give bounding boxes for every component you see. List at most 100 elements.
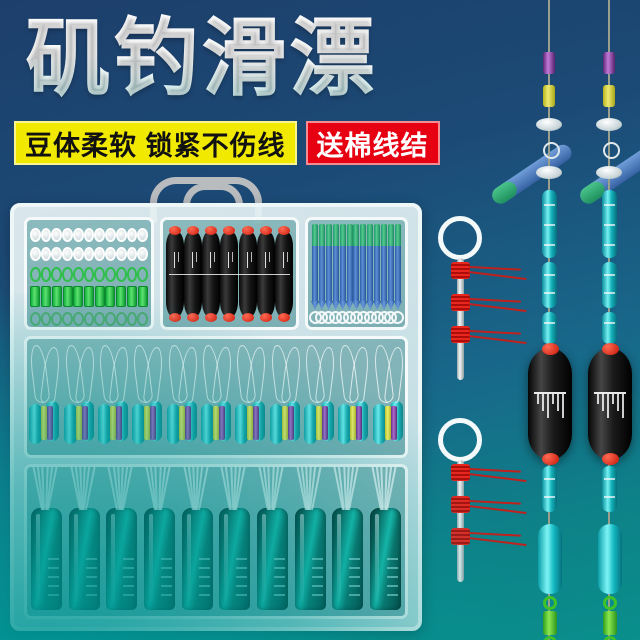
float-cap-icon — [602, 343, 619, 355]
float-rib — [386, 576, 398, 578]
stick-tip — [394, 224, 401, 246]
stick-loop — [391, 311, 405, 324]
cyan-bead-with-bands — [166, 345, 197, 445]
float-tick — [286, 251, 288, 262]
tube-line — [604, 274, 615, 276]
green-ring-faint — [30, 312, 41, 326]
cyan-tube-bead — [602, 466, 617, 512]
yellow-band — [281, 406, 288, 440]
purple-stopper — [543, 52, 555, 74]
float-rib — [236, 576, 248, 578]
cyan-tube-bead — [542, 262, 557, 308]
swivel-eye — [543, 596, 557, 610]
knot-thread — [468, 537, 527, 546]
float-rib — [198, 576, 210, 578]
stick-foot — [352, 301, 361, 310]
tube-line — [544, 496, 555, 498]
float-rib — [198, 567, 210, 569]
cyan-bead — [200, 404, 214, 444]
cyan-bead-with-bands — [97, 345, 128, 445]
cyan-bead-with-bands — [63, 345, 94, 445]
float-tick — [246, 251, 248, 268]
page-title: 矶钓滑漂 — [26, 4, 466, 116]
float-rib — [349, 576, 361, 578]
float-rib — [386, 567, 398, 569]
knot-thread — [468, 473, 527, 482]
float-tick — [597, 394, 599, 404]
bead-loops — [166, 345, 197, 403]
float-tick — [602, 394, 604, 411]
blue-stick-green-tip — [391, 224, 405, 327]
white-ring — [126, 228, 138, 242]
stick-tip — [312, 224, 318, 246]
green-bar — [51, 286, 62, 307]
cyan-bead — [235, 404, 249, 444]
black-float-red-cap — [202, 225, 221, 322]
white-ring — [30, 228, 41, 242]
tube-line — [544, 204, 555, 206]
stick-body — [346, 246, 353, 301]
cyan-bead-with-bands — [372, 345, 403, 445]
slip-float-rig-left — [520, 0, 580, 640]
float-tick — [282, 251, 284, 268]
dark-teal-float — [256, 467, 288, 610]
green-swivel — [540, 596, 560, 640]
cyan-bead-tray — [24, 336, 408, 458]
green-bar — [126, 286, 137, 307]
white-ring — [83, 228, 95, 242]
float-rib — [198, 594, 210, 596]
stick-body — [360, 246, 367, 301]
tube-line — [604, 496, 615, 498]
white-ring — [62, 228, 73, 242]
green-ring-faint — [137, 312, 149, 326]
green-bar — [94, 286, 105, 307]
float-cap-icon — [187, 312, 200, 322]
green-ring — [30, 267, 41, 282]
swivel-body — [603, 611, 617, 635]
purple-band — [115, 406, 122, 440]
glass-tube — [538, 524, 562, 594]
dark-teal-float — [369, 467, 401, 610]
yellow-band — [178, 406, 185, 440]
white-ring — [137, 247, 149, 261]
bead-loops — [97, 345, 128, 403]
tackle-box — [10, 203, 422, 631]
float-rib — [85, 576, 97, 578]
cyan-tube-bead — [542, 190, 557, 258]
float-cap-icon — [205, 312, 218, 322]
float-gloss — [111, 514, 116, 602]
white-ring — [105, 247, 116, 261]
green-ring — [62, 267, 73, 282]
float-strands — [182, 467, 213, 510]
knot-thread — [468, 298, 521, 303]
stick-foot — [338, 301, 347, 310]
white-ring — [51, 247, 63, 261]
cotton-knot-tool-lower — [432, 418, 527, 590]
cyan-tube-bead — [602, 312, 617, 344]
white-ring — [62, 247, 73, 261]
float-cap-icon — [259, 312, 272, 322]
bead-loops — [200, 345, 231, 403]
float-rib — [386, 585, 398, 587]
bead-loops — [372, 345, 403, 403]
float-cap-icon — [205, 225, 218, 235]
cyan-bead — [63, 404, 77, 444]
green-ring-faint — [126, 312, 138, 326]
stick-body — [318, 246, 325, 301]
stick-foot — [373, 301, 382, 310]
knot-thread — [468, 330, 521, 335]
float-cap-icon — [223, 225, 236, 235]
o-ring — [543, 142, 560, 159]
dark-teal-float — [143, 467, 175, 610]
tray-row — [27, 267, 151, 282]
purple-band — [47, 406, 54, 440]
tube-line — [544, 478, 555, 480]
white-ring — [30, 247, 41, 261]
yellow-band — [350, 406, 357, 440]
tool-ring-icon — [438, 418, 482, 462]
float-rib — [85, 594, 97, 596]
stick-tip — [367, 224, 374, 246]
bead-loops — [269, 345, 300, 403]
swivel-body — [543, 611, 557, 635]
float-gloss — [186, 514, 191, 602]
